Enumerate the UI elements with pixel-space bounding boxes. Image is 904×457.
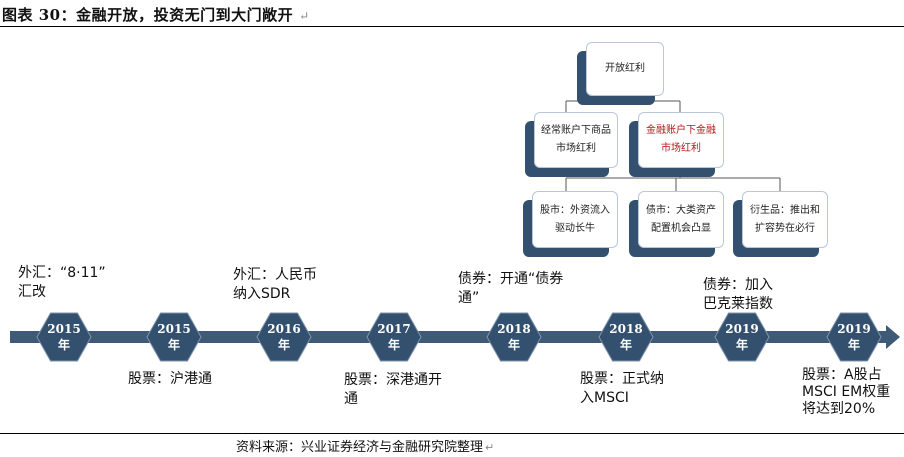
event-line: 外汇：“8·11”: [18, 265, 106, 281]
timeline-node-year: 2018: [609, 322, 643, 336]
timeline-node-unit: 年: [619, 338, 632, 352]
event-line: 通”: [458, 290, 480, 306]
tree-level3-label: 债市：大类资产配置机会凸显: [646, 204, 716, 234]
tree-level3-label: 股市：外资流入驱动长牛: [540, 204, 610, 234]
timeline-node-unit: 年: [277, 338, 290, 352]
return-mark-icon: ↵: [485, 441, 495, 454]
event-above-2: 债券：开通“债券 通”: [458, 270, 563, 308]
event-line: 股票：正式纳: [580, 371, 664, 387]
tree-connectors: [565, 95, 781, 191]
event-line: 外汇：人民币: [233, 267, 317, 283]
tree-level3-box-0: 股市：外资流入驱动长牛: [532, 191, 618, 248]
event-above-3: 债券：加入 巴克莱指数: [703, 276, 773, 314]
timeline-node-year: 2019: [837, 322, 871, 336]
event-line: 巴克莱指数: [703, 296, 773, 312]
timeline-node-label: 2015 年: [38, 321, 90, 353]
timeline-node-label: 2019 年: [828, 321, 880, 353]
timeline-node-label: 2017 年: [368, 321, 420, 353]
timeline-node-label: 2018 年: [488, 321, 540, 353]
tree-level2-box-1: 金融账户下金融市场红利: [638, 112, 724, 168]
tree-root-label: 开放红利: [605, 63, 645, 74]
timeline-node-unit: 年: [387, 338, 400, 352]
tree-level3-box-1: 债市：大类资产配置机会凸显: [638, 191, 724, 248]
timeline-arrow: [10, 325, 900, 349]
tree-root-box: 开放红利: [586, 42, 664, 96]
timeline-node-hexagon: [598, 312, 654, 362]
timeline-node-unit: 年: [735, 338, 748, 352]
event-below-3: 股票：A股占 MSCI EM权重 将达到20%: [802, 367, 890, 418]
event-line: 通: [344, 391, 358, 407]
event-line: 入MSCI: [580, 390, 629, 406]
timeline-node-hexagon: [826, 312, 882, 362]
event-line: 股票：沪港通: [128, 371, 212, 387]
timeline-node-hexagon: [36, 312, 92, 362]
tree-level2-box-0: 经常账户下商品市场红利: [534, 112, 618, 168]
timeline-node-unit: 年: [167, 338, 180, 352]
timeline-node-hexagon: [256, 312, 312, 362]
return-mark-icon: ↵: [299, 9, 310, 23]
timeline-node-unit: 年: [57, 338, 70, 352]
timeline-node-label: 2018 年: [600, 321, 652, 353]
tree-level3-box-2: 衍生品：推出和扩容势在必行: [742, 191, 828, 248]
timeline-node-year: 2019: [725, 322, 759, 336]
event-above-1: 外汇：人民币 纳入SDR: [233, 266, 317, 304]
timeline-node-label: 2015 年: [148, 321, 200, 353]
timeline-node-label: 2019 年: [716, 321, 768, 353]
tree-level2-label: 经常账户下商品市场红利: [541, 125, 611, 154]
timeline-node-unit: 年: [507, 338, 520, 352]
event-line: 纳入SDR: [233, 286, 291, 302]
timeline-node-year: 2016: [267, 322, 301, 336]
timeline-node-hexagon: [146, 312, 202, 362]
event-line: 债券：加入: [703, 277, 773, 293]
timeline-node-year: 2017: [377, 322, 411, 336]
source-note: 资料来源：兴业证券经济与金融研究院整理↵: [236, 436, 494, 455]
timeline-graphic: [10, 312, 900, 362]
figure-title-text: 图表 30：金融开放，投资无门到大门敞开: [2, 6, 294, 24]
event-line: MSCI EM权重: [802, 384, 891, 400]
event-below-0: 股票：沪港通: [128, 370, 212, 389]
event-above-0: 外汇：“8·11” 汇改: [18, 264, 106, 302]
figure-title: 图表 30：金融开放，投资无门到大门敞开 ↵: [2, 4, 310, 25]
timeline-node-year: 2015: [47, 322, 81, 336]
source-text: 资料来源：兴业证券经济与金融研究院整理: [236, 440, 484, 455]
timeline-node-year: 2015: [157, 322, 191, 336]
timeline-node-label: 2016 年: [258, 321, 310, 353]
event-line: 汇改: [18, 284, 46, 300]
footer-rule: [0, 433, 904, 434]
timeline-node-hexagon: [486, 312, 542, 362]
event-line: 股票：A股占: [802, 367, 882, 383]
title-rule: [0, 26, 904, 27]
timeline-node-hexagon: [366, 312, 422, 362]
timeline-node-year: 2018: [497, 322, 531, 336]
event-line: 债券：开通“债券: [458, 271, 564, 287]
tree-level2-label-highlight: 金融账户下金融市场红利: [646, 125, 716, 154]
timeline-node-unit: 年: [847, 338, 860, 352]
event-line: 股票：深港通开: [344, 372, 442, 388]
timeline-node-hexagon: [714, 312, 770, 362]
tree-level3-label: 衍生品：推出和扩容势在必行: [750, 204, 820, 234]
event-below-2: 股票：正式纳 入MSCI: [580, 370, 664, 408]
event-line: 将达到20%: [802, 401, 876, 417]
event-below-1: 股票：深港通开 通: [344, 371, 442, 409]
